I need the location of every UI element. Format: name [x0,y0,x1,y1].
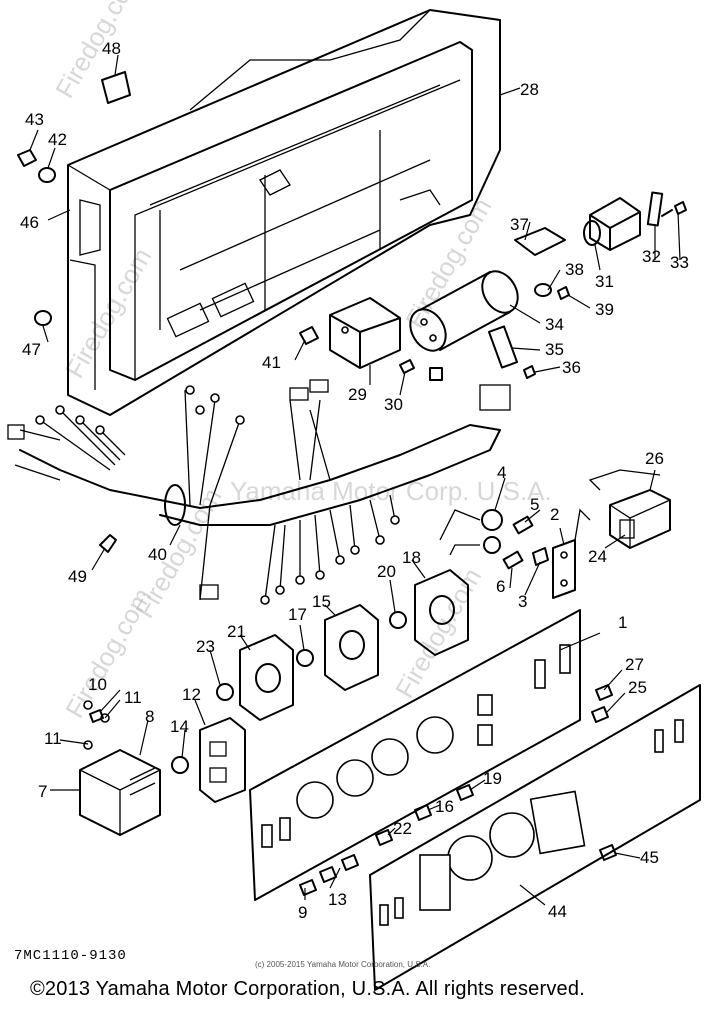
callout-38: 38 [565,260,584,279]
callout-15: 15 [312,592,331,611]
callout-27: 27 [625,655,644,674]
callout-43: 43 [25,110,44,129]
wire-harness-40 [7,379,511,605]
callout-39: 39 [595,300,614,319]
components-2-6 [439,509,576,599]
switch-31 [583,197,641,251]
callout-25: 25 [628,678,647,697]
callout-5: 5 [530,495,539,514]
transformer-7 [79,700,161,836]
callout-3: 3 [518,592,527,611]
callout-21: 21 [227,622,246,641]
bracket-29 [329,297,401,369]
callout-36: 36 [562,358,581,377]
callout-32: 32 [642,247,661,266]
callout-9: 9 [298,903,307,922]
watermark-lower-center: Firedog.com [389,563,487,703]
housing-28 [67,9,501,416]
callout-48: 48 [102,39,121,58]
plate-35 [487,325,519,369]
front-panel-1 [249,609,581,901]
callout-41: 41 [262,353,281,372]
callout-19: 19 [483,769,502,788]
callout-7: 7 [38,782,47,801]
callout-13: 13 [328,890,347,909]
callout-2: 2 [550,505,559,524]
callout-42: 42 [48,130,67,149]
callout-11a: 11 [124,688,142,707]
callout-labels: 1 2 3 4 5 6 7 8 9 10 11 11 12 13 14 15 1… [20,39,689,922]
callout-40: 40 [148,545,167,564]
callout-35: 35 [545,340,564,359]
callout-16: 16 [435,797,454,816]
receptacles [199,569,469,803]
callout-37: 37 [510,215,529,234]
callout-44: 44 [548,902,567,921]
cover-37 [514,227,566,256]
document-code: 7MC1110-9130 [14,948,127,964]
callout-29: 29 [348,385,367,404]
leader-lines [29,54,681,906]
watermark-top-left: Firedog.com [49,0,147,103]
screws [89,684,617,896]
callout-34: 34 [545,315,564,334]
callout-23: 23 [196,637,215,656]
callout-14: 14 [170,717,189,736]
small-copyright: (c) 2005-2015 Yamaha Motor Corporation, … [255,960,431,969]
callout-1: 1 [618,613,627,632]
callout-31: 31 [595,272,614,291]
callout-49: 49 [68,567,87,586]
outer-panel-44 [369,684,701,991]
callout-18: 18 [402,548,421,567]
callout-26: 26 [645,449,664,468]
callout-20: 20 [377,562,396,581]
callout-12: 12 [182,685,201,704]
plate-32 [646,191,664,227]
callout-11b: 11 [44,729,62,748]
callout-28: 28 [520,80,539,99]
copyright-footer: ©2013 Yamaha Motor Corporation, U.S.A. A… [30,978,585,1000]
callout-10: 10 [88,675,107,694]
watermark-left: Firedog.com [59,243,157,383]
callout-47: 47 [22,340,41,359]
callout-4: 4 [497,463,506,482]
callout-8: 8 [145,707,154,726]
callout-24: 24 [588,547,607,566]
callout-22: 22 [393,819,412,838]
callout-30: 30 [384,395,403,414]
callout-6: 6 [496,577,505,596]
capacitor-34 [409,270,519,352]
callout-33: 33 [670,253,689,272]
callout-17: 17 [288,605,307,624]
nuts [171,611,407,774]
callout-46: 46 [20,213,39,232]
callout-45: 45 [640,848,659,867]
